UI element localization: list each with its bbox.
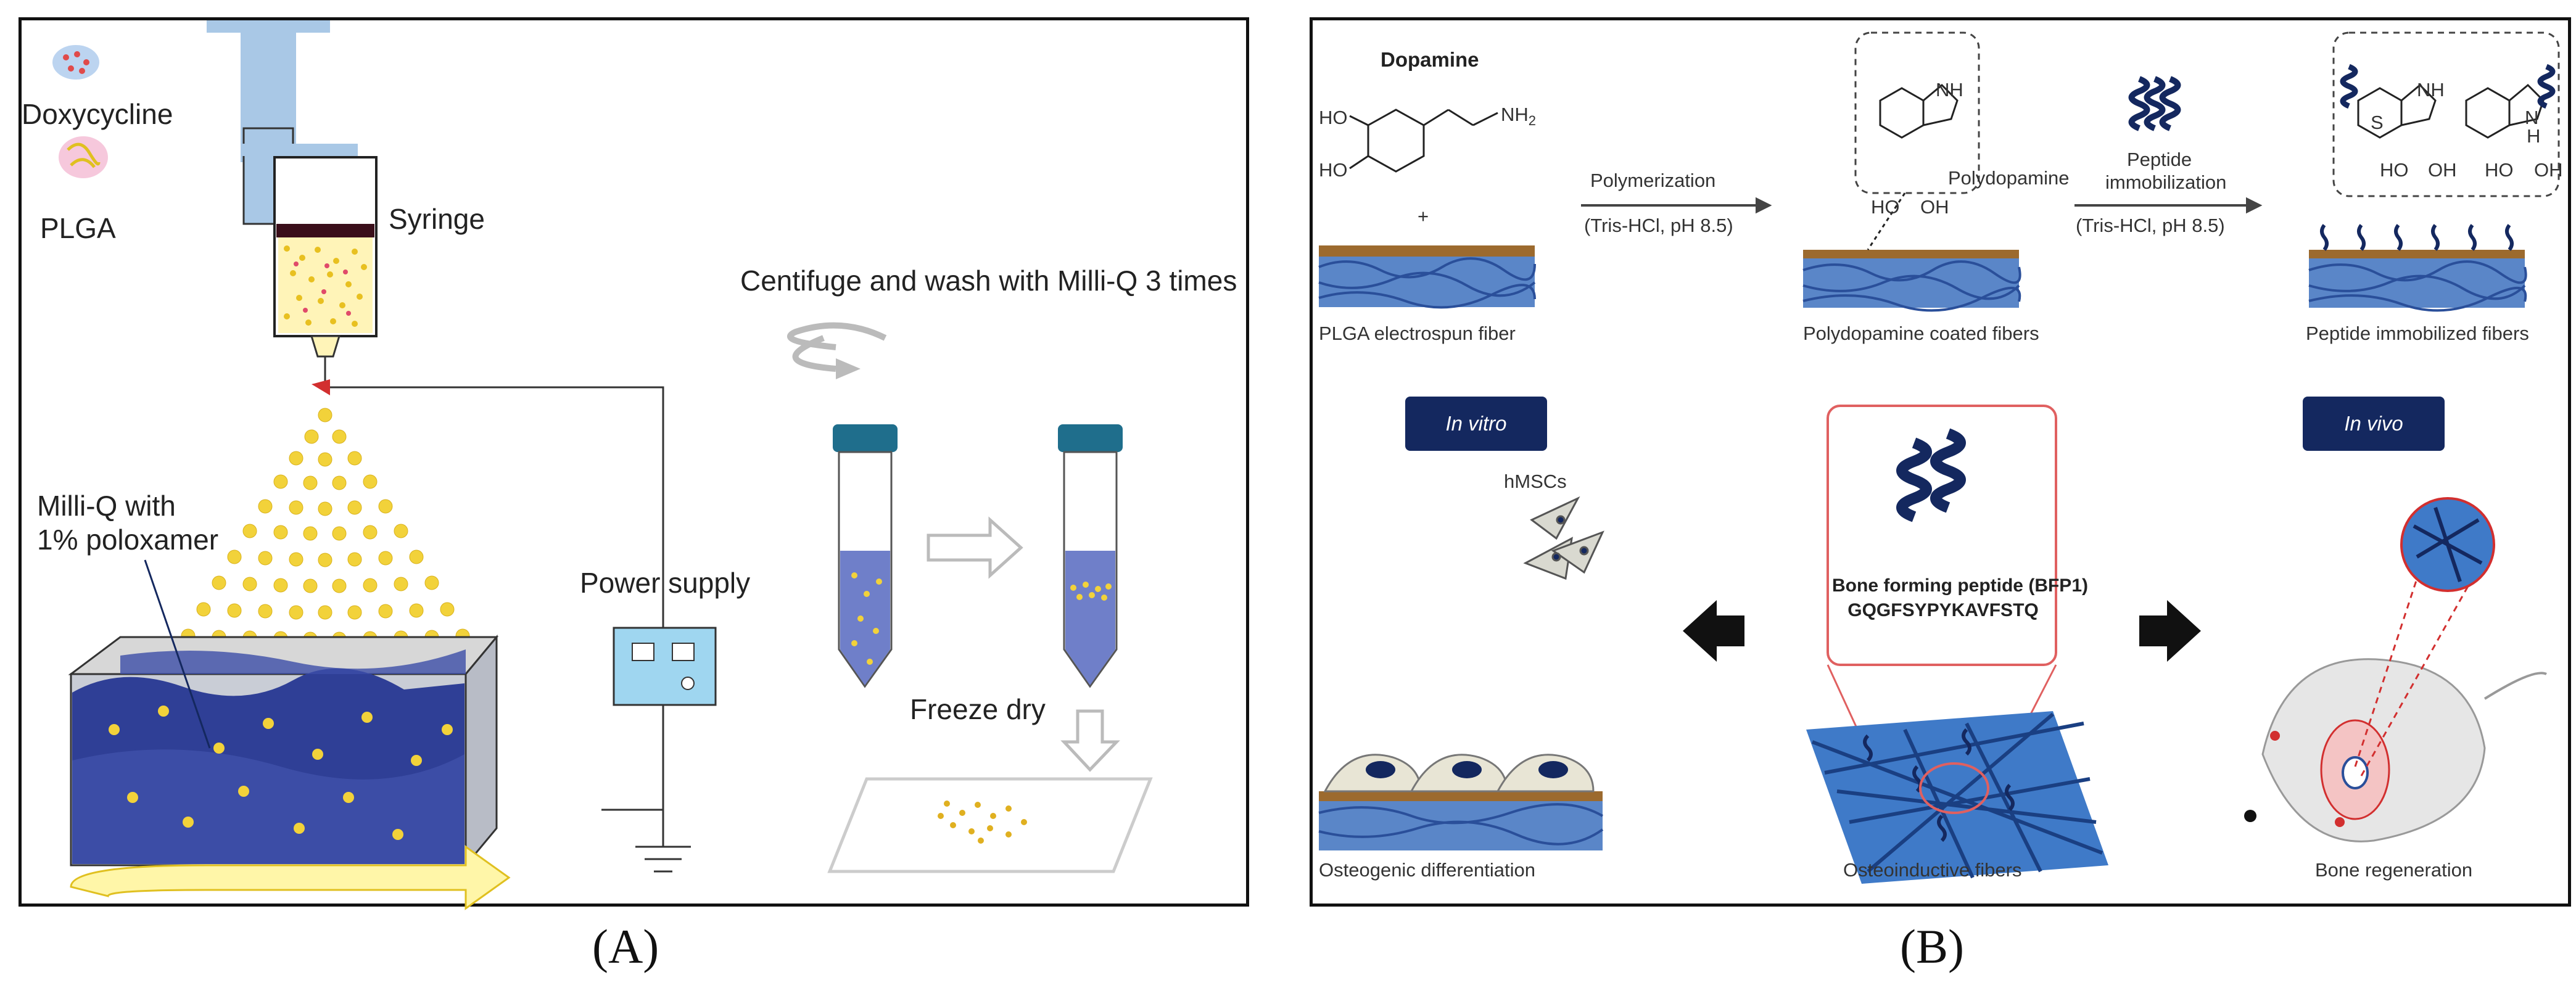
polydopamine-label: Polydopamine [1948, 167, 2070, 189]
osteogenic-cells-on-fiber [1318, 754, 1604, 850]
mouse-bone-regeneration-icon [2244, 497, 2547, 842]
tris-label-2: (Tris-HCl, pH 8.5) [2076, 215, 2225, 236]
power-supply-icon [613, 627, 717, 706]
syringe-top-flange [207, 20, 330, 33]
bfp1-sequence: GQGFSYPYKAVFSTQ [1847, 600, 2039, 620]
pep-n: N [2525, 107, 2539, 128]
pd-ho: HO [1871, 196, 1900, 218]
osteogenic-label: Osteogenic differentiation [1319, 859, 1535, 881]
bfp1-callout-box [1827, 405, 2057, 666]
peptide-label-line1: Peptide [2127, 149, 2192, 170]
panel-a-caption: (A) [592, 920, 659, 973]
particle-spray-cone [181, 408, 485, 651]
panel-b-peptide-fiber-diagram: Dopamine HO HO NH2 + NH HO OH HO OH HO O… [1310, 17, 2571, 907]
in-vitro-badge: In vitro [1405, 397, 1547, 451]
bfp1-helix-icon [1896, 428, 1966, 522]
dopamine-ho-top: HO [1319, 107, 1348, 128]
hmscs-label: hMSCs [1504, 471, 1567, 492]
pep-nh-1: NH [2417, 79, 2445, 101]
rotation-arrow-icon [70, 845, 511, 910]
panel-a-artwork [52, 20, 1153, 910]
pep-oh-1: OH [2428, 159, 2457, 181]
pep-oh-2: OH [2534, 159, 2563, 181]
power-supply-label: Power supply [580, 567, 751, 599]
peptide-fiber-band [2308, 224, 2527, 312]
in-vivo-badge: In vivo [2303, 397, 2445, 451]
syringe-label: Syringe [389, 203, 485, 235]
centrifuge-label: Centifuge and wash with Milli-Q 3 times [740, 265, 1237, 297]
pep-h: H [2527, 125, 2541, 147]
osteoinductive-label: Osteoinductive fibers [1843, 859, 2022, 881]
peptide-fibers-label: Peptide immobilized fibers [2306, 323, 2529, 344]
dopamine-nh2: NH2 [1501, 104, 1537, 129]
plga-top-coating [1319, 245, 1535, 257]
pd-nh: NH [1936, 79, 1963, 101]
down-arrow-icon [1060, 709, 1120, 772]
tris-label-1: (Tris-HCl, pH 8.5) [1584, 215, 1733, 236]
pep-s: S [2371, 112, 2384, 133]
pep-ho-1: HO [2380, 159, 2409, 181]
plga-fiber-band [1318, 255, 1536, 309]
syringe-finger-grip [241, 144, 358, 156]
pd-fibers-label: Polydopamine coated fibers [1803, 323, 2039, 344]
milliq-label-line2: 1% poloxamer [37, 524, 219, 556]
peptide-helix-icon [2128, 76, 2181, 131]
panel-b-caption: (B) [1900, 920, 1964, 973]
right-arrow-icon [2139, 600, 2201, 662]
plga-icon [59, 136, 108, 178]
polydopamine-structure-box [1854, 31, 1980, 194]
hmsc-cells-icon [1523, 496, 1604, 580]
doxycycline-label: Doxycycline [22, 98, 173, 130]
centrifuge-tube-1 [833, 424, 898, 688]
osteoinductive-fiber-mesh [1806, 711, 2108, 884]
bfp1-title: Bone forming peptide (BFP1) [1832, 575, 2088, 596]
polydopamine-fiber-band [1802, 250, 2021, 312]
panel-a-electrospray-diagram: Doxycycline PLGA Syringe Milli-Q with 1%… [19, 17, 1249, 910]
process-arrow-icon [927, 516, 1023, 579]
peptide-label-line2: immobilization [2105, 171, 2227, 193]
dopamine-structure [1349, 109, 1498, 173]
pointer-line [144, 559, 211, 749]
doxycycline-icon [52, 45, 99, 80]
freeze-dry-label: Freeze dry [910, 693, 1046, 725]
pd-oh: OH [1920, 196, 1949, 218]
bone-regen-label: Bone regeneration [2315, 859, 2473, 881]
left-arrow-icon [1683, 600, 1744, 662]
peptide-structure-box [2332, 31, 2560, 197]
plga-fiber-label: PLGA electrospun fiber [1319, 323, 1516, 344]
red-arrow-marker [312, 379, 330, 395]
polymerization-label: Polymerization [1590, 170, 1716, 191]
panel-b-artwork [1318, 31, 2560, 884]
milliq-label-line1: Milli-Q with [37, 490, 176, 522]
plga-label: PLGA [40, 212, 116, 244]
centrifuge-rotation-icon [786, 322, 887, 350]
dopamine-ho-bottom: HO [1319, 159, 1348, 181]
plus-sign: + [1418, 205, 1429, 227]
pep-ho-2: HO [2485, 159, 2514, 181]
dopamine-label: Dopamine [1381, 48, 1479, 71]
centrifuge-tube-2 [1058, 424, 1123, 688]
